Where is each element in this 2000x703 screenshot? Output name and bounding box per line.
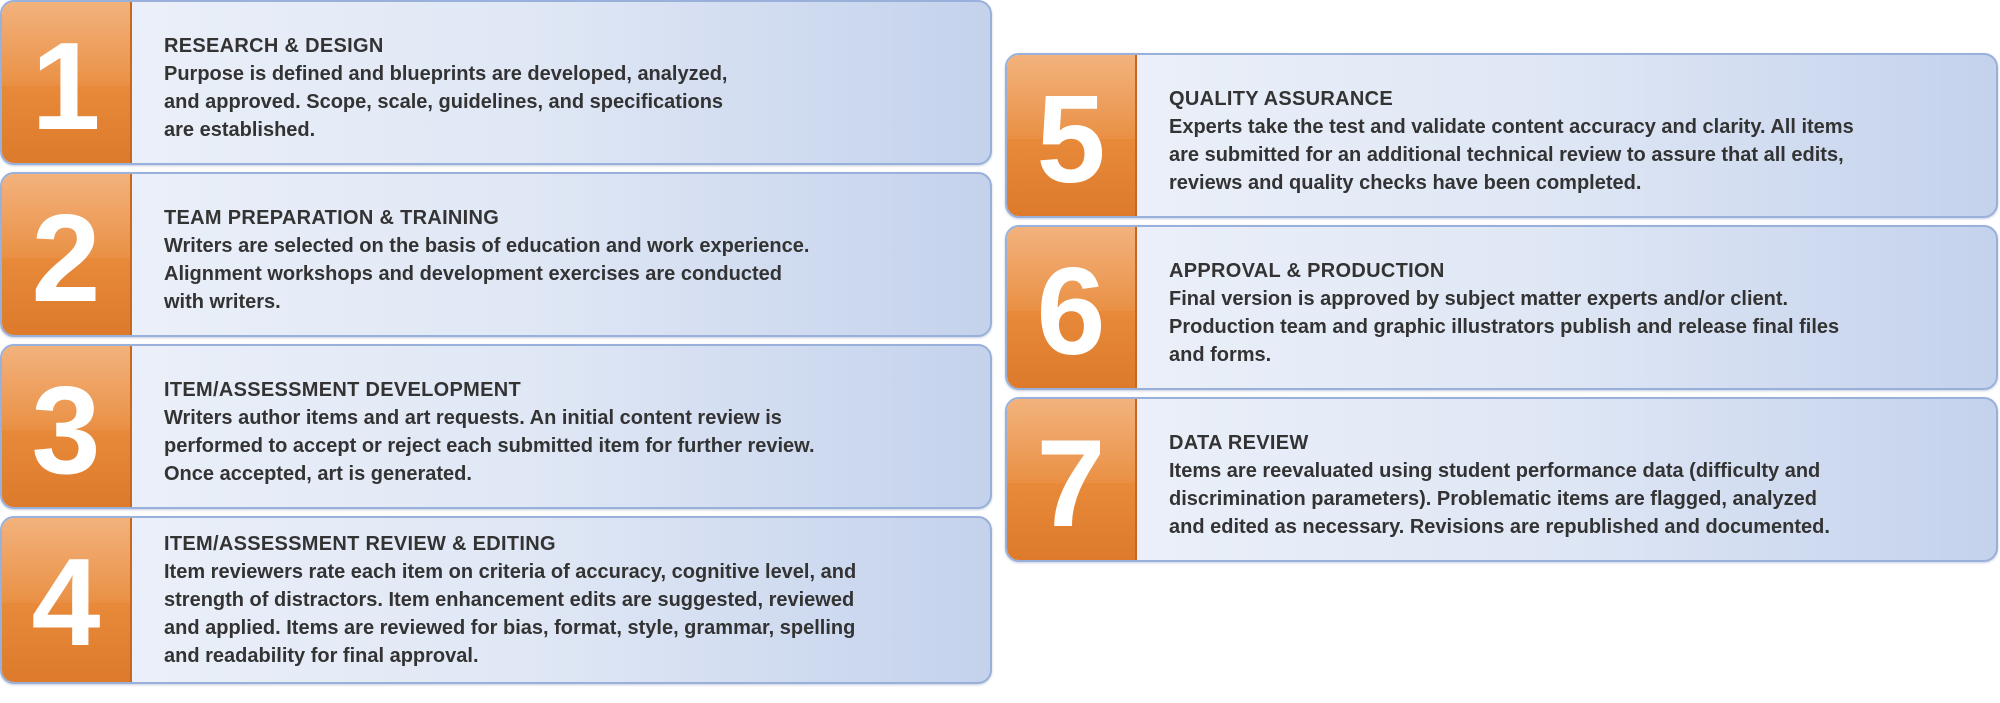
step-title: RESEARCH & DESIGN — [164, 35, 384, 57]
step-title: ITEM/ASSESSMENT DEVELOPMENT — [164, 379, 522, 401]
step-number: 1 — [31, 18, 101, 156]
step-number-tab: 6 — [1007, 227, 1137, 388]
step-description: Purpose is defined and blueprints are de… — [164, 63, 728, 141]
step-title: APPROVAL & PRODUCTION — [1169, 260, 1445, 282]
step-7: 7 DATA REVIEW Items are reevaluated usin… — [1005, 397, 1998, 562]
step-number: 7 — [1036, 415, 1106, 553]
step-content: ITEM/ASSESSMENT REVIEW & EDITING Item re… — [164, 530, 966, 670]
step-content: QUALITY ASSURANCE Experts take the test … — [1169, 85, 1972, 197]
step-6: 6 APPROVAL & PRODUCTION Final version is… — [1005, 225, 1998, 390]
step-title: DATA REVIEW — [1169, 432, 1309, 454]
step-description: Item reviewers rate each item on criteri… — [164, 561, 857, 667]
step-number-tab: 2 — [2, 174, 132, 335]
step-4: 4 ITEM/ASSESSMENT REVIEW & EDITING Item … — [0, 516, 992, 684]
step-number-tab: 3 — [2, 346, 132, 507]
step-number: 2 — [31, 190, 101, 328]
step-number: 6 — [1036, 243, 1106, 381]
step-number-tab: 1 — [2, 2, 132, 163]
step-3: 3 ITEM/ASSESSMENT DEVELOPMENT Writers au… — [0, 344, 992, 509]
step-description: Writers are selected on the basis of edu… — [164, 235, 810, 313]
step-number: 5 — [1036, 71, 1106, 209]
step-content: TEAM PREPARATION & TRAINING Writers are … — [164, 204, 966, 316]
step-title: QUALITY ASSURANCE — [1169, 88, 1394, 110]
step-number: 3 — [31, 362, 101, 500]
step-description: Experts take the test and validate conte… — [1169, 116, 1854, 194]
step-number: 4 — [31, 534, 101, 672]
step-2: 2 TEAM PREPARATION & TRAINING Writers ar… — [0, 172, 992, 337]
step-title: ITEM/ASSESSMENT REVIEW & EDITING — [164, 533, 556, 555]
step-5: 5 QUALITY ASSURANCE Experts take the tes… — [1005, 53, 1998, 218]
step-description: Writers author items and art requests. A… — [164, 407, 815, 485]
step-description: Items are reevaluated using student perf… — [1169, 460, 1830, 538]
step-content: APPROVAL & PRODUCTION Final version is a… — [1169, 257, 1972, 369]
step-content: ITEM/ASSESSMENT DEVELOPMENT Writers auth… — [164, 376, 966, 488]
step-1: 1 RESEARCH & DESIGN Purpose is defined a… — [0, 0, 992, 165]
step-number-tab: 7 — [1007, 399, 1137, 560]
step-number-tab: 5 — [1007, 55, 1137, 216]
step-content: RESEARCH & DESIGN Purpose is defined and… — [164, 32, 966, 144]
step-content: DATA REVIEW Items are reevaluated using … — [1169, 429, 1972, 541]
step-description: Final version is approved by subject mat… — [1169, 288, 1840, 366]
step-title: TEAM PREPARATION & TRAINING — [164, 207, 500, 229]
step-number-tab: 4 — [2, 518, 132, 682]
